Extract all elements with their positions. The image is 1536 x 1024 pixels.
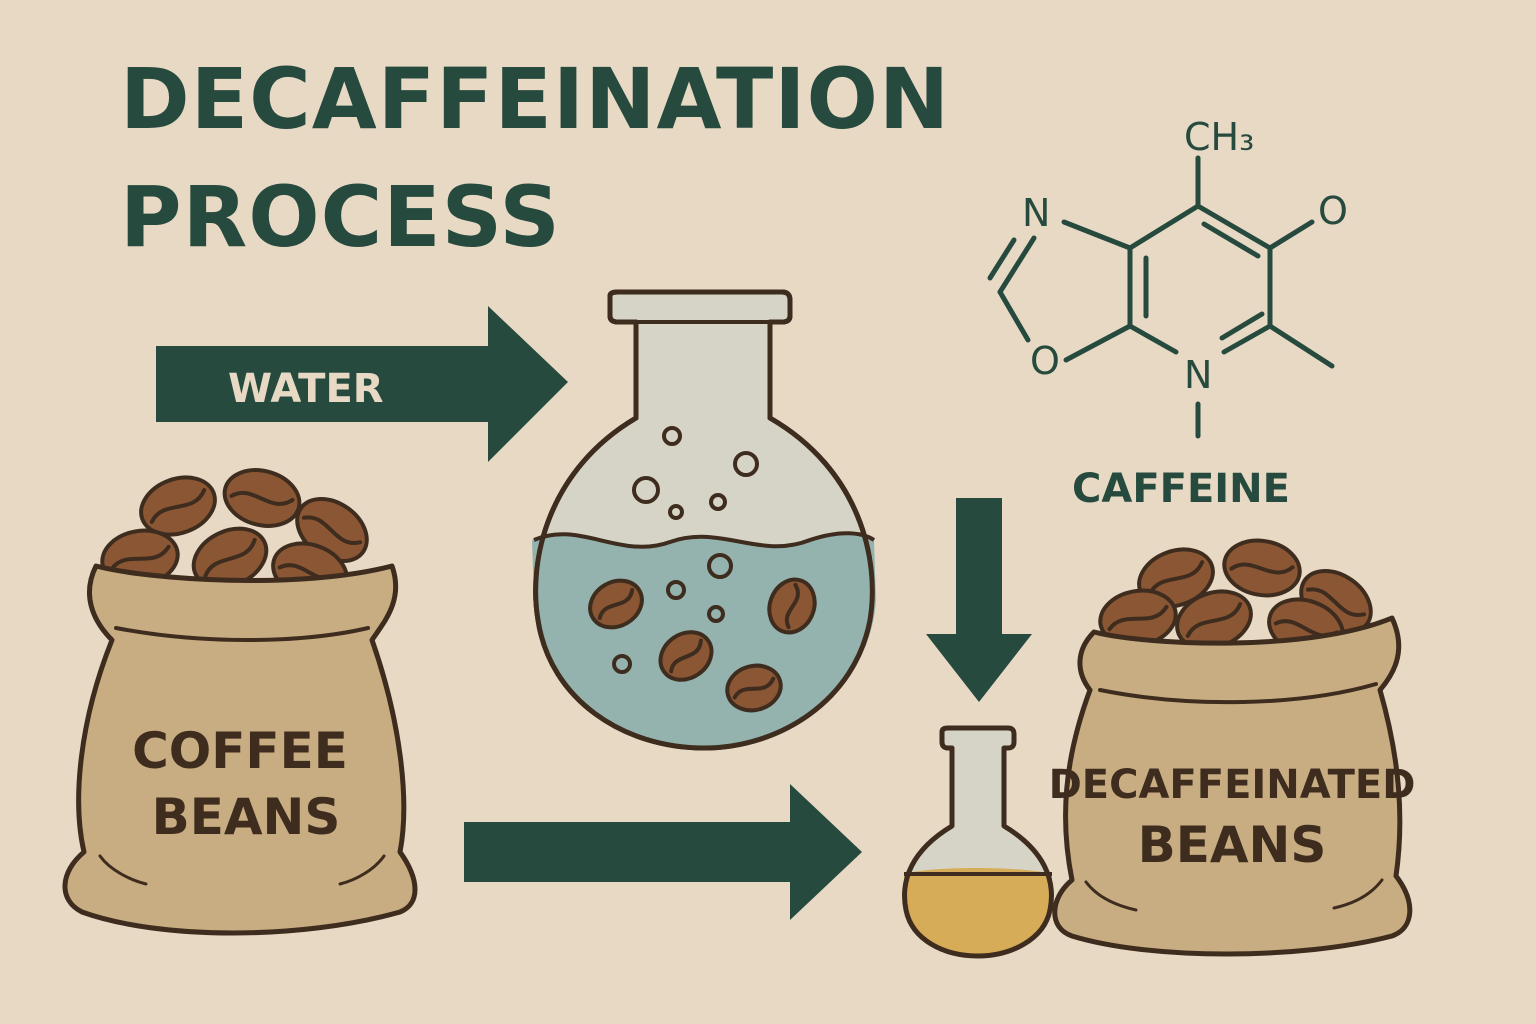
water-arrow: WATER (156, 306, 568, 462)
decaf-beans-label-line-1: DECAFFEINATED (1049, 762, 1416, 808)
coffee-beans-label-line-2: BEANS (152, 788, 341, 846)
caffeine-molecule (987, 155, 1335, 439)
decaf-beans-label-line-2: BEANS (1138, 816, 1327, 874)
down-arrow (926, 498, 1032, 702)
nitrogen-top-label: N (1022, 191, 1050, 235)
page-title: DECAFFEINATION PROCESS (120, 50, 950, 266)
ch3-label: CH₃ (1184, 115, 1254, 159)
coffee-beans-sack: COFFEE BEANS (62, 460, 418, 936)
oxygen-right-label: O (1318, 189, 1348, 233)
extraction-flask (532, 289, 876, 751)
caffeine-label: CAFFEINE (1072, 466, 1290, 512)
caffeine-extract-flask (902, 725, 1054, 959)
molecule-atom-labels: CH₃ N O O N (1022, 115, 1348, 397)
coffee-bean-icon (216, 460, 308, 536)
decaffeinated-beans-sack: DECAFFEINATED BEANS (1049, 532, 1416, 957)
water-label: WATER (228, 366, 384, 412)
title-line-2: PROCESS (120, 168, 561, 266)
nitrogen-bottom-label: N (1184, 353, 1212, 397)
coffee-beans-label-line-1: COFFEE (132, 722, 348, 780)
bottom-arrow (464, 784, 862, 920)
bubbles (612, 426, 759, 674)
title-line-1: DECAFFEINATION (120, 50, 950, 148)
oxygen-ring-label: O (1030, 339, 1060, 383)
